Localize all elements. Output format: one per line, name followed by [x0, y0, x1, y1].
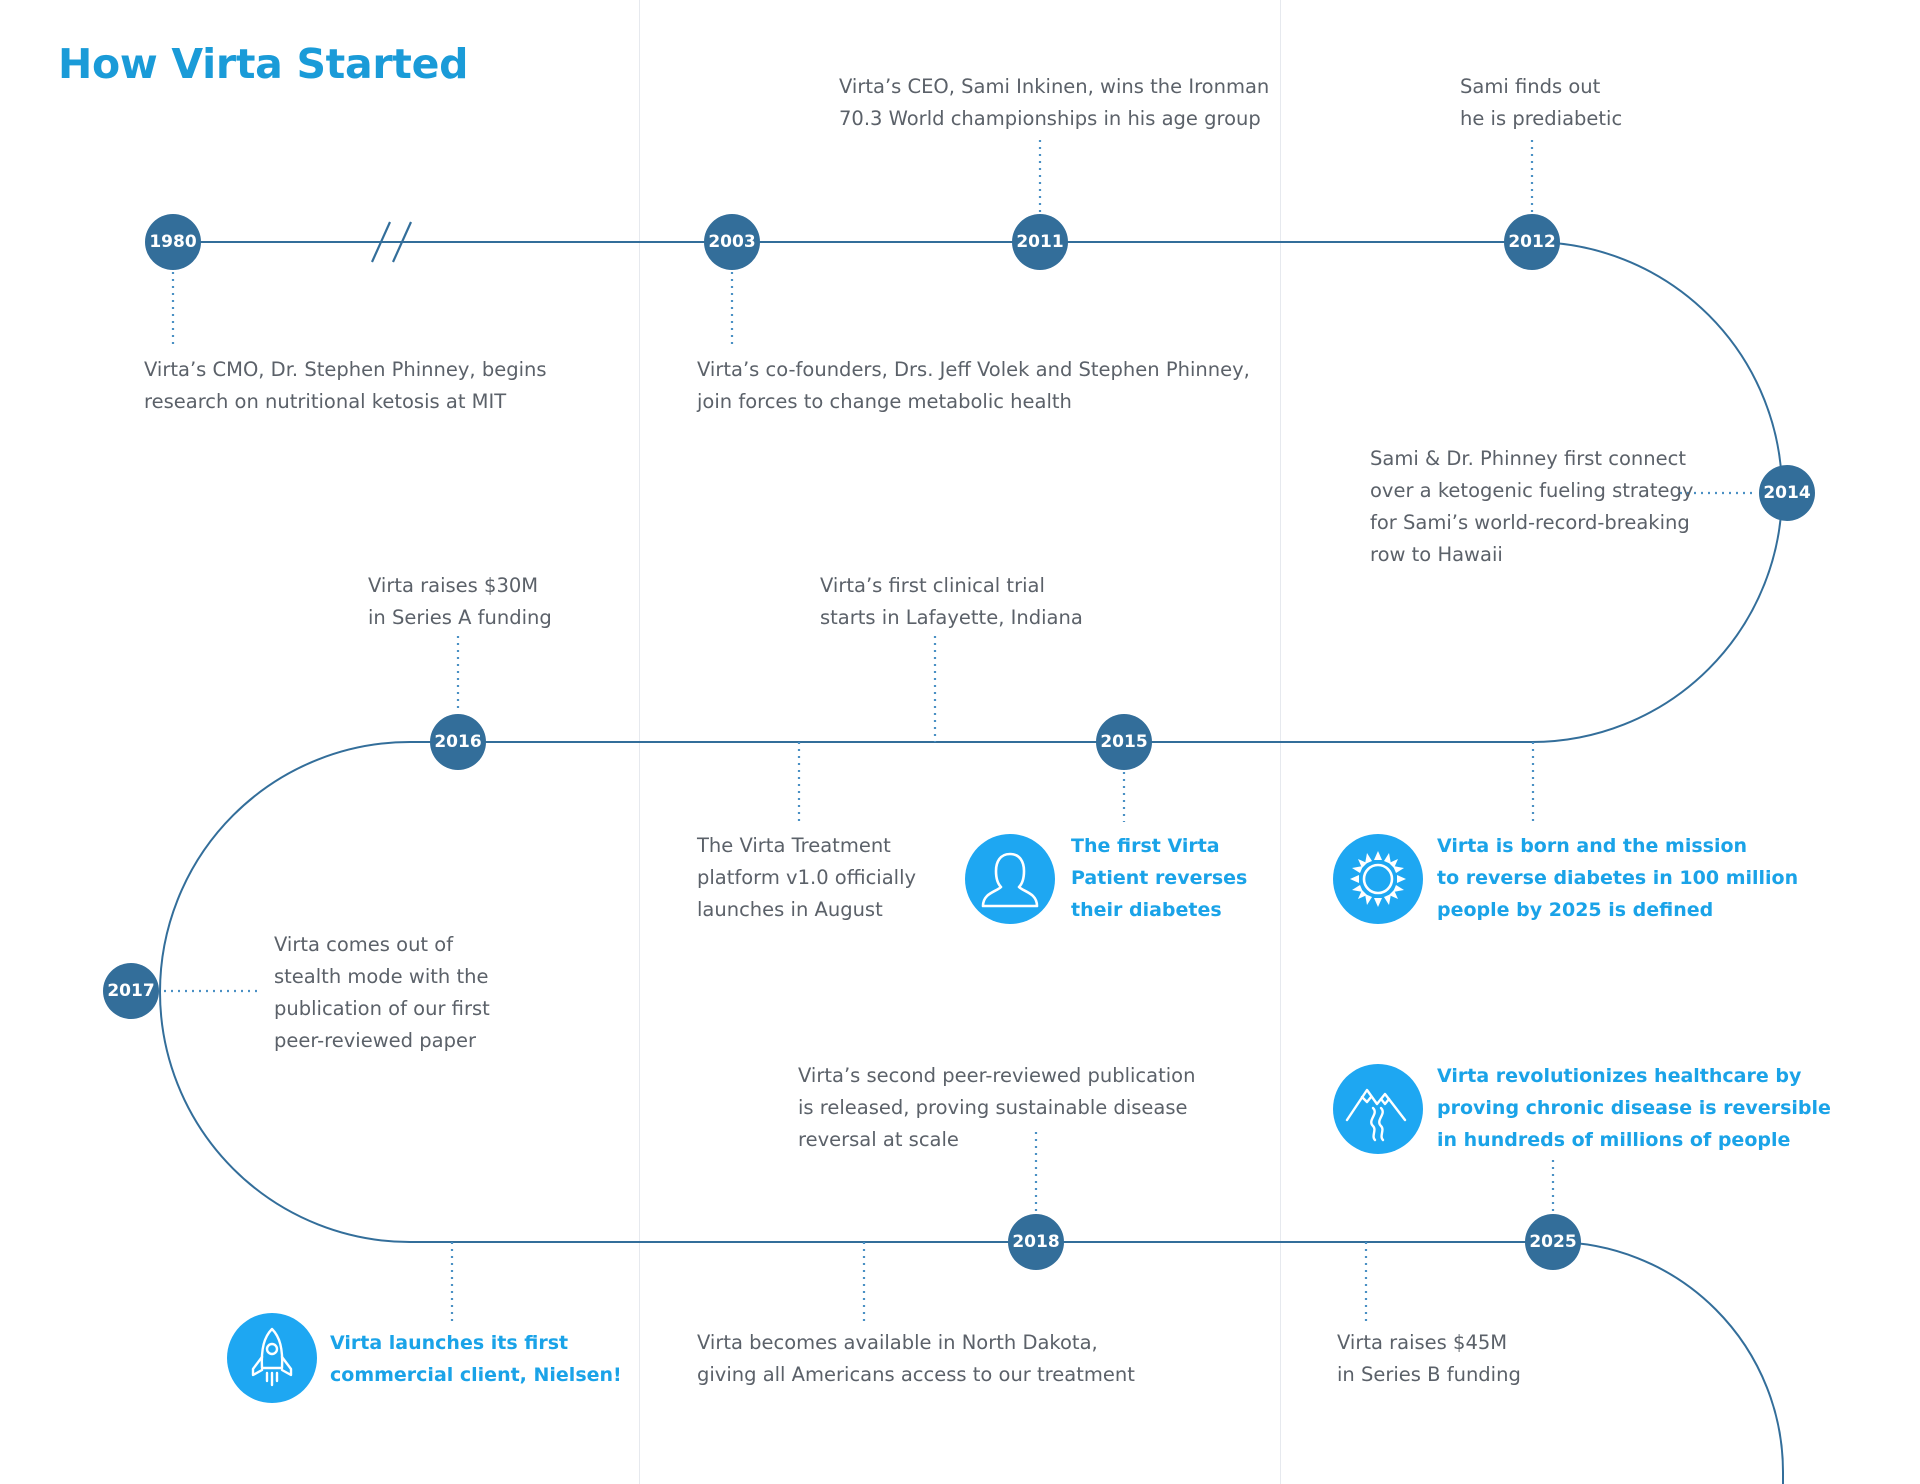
event-line: stealth mode with the	[274, 965, 489, 988]
event-line: Patient reverses	[1071, 867, 1248, 889]
event-line: reversal at scale	[798, 1128, 959, 1151]
event-2016: Virta raises $30M in Series A funding	[368, 570, 552, 634]
event-line: giving all Americans access to our treat…	[697, 1363, 1135, 1386]
year-node-2017: 2017	[103, 963, 159, 1019]
event-1980: Virta’s CMO, Dr. Stephen Phinney, begins…	[144, 354, 547, 418]
connector-lines	[164, 140, 1752, 1322]
event-line: platform v1.0 officially	[697, 866, 917, 889]
event-line: in hundreds of millions of people	[1437, 1129, 1791, 1151]
event-line: their diabetes	[1071, 899, 1222, 921]
event-line: publication of our first	[274, 997, 490, 1020]
sun-icon	[1333, 834, 1423, 924]
event-2018: Virta’s second peer-reviewed publication…	[798, 1060, 1195, 1156]
timeline-path	[159, 241, 1784, 1484]
event-line: for Sami’s world-record-breaking	[1370, 511, 1690, 534]
event-line: research on nutritional ketosis at MIT	[144, 390, 507, 413]
event-2015-patient: The first Virta Patient reverses their d…	[1071, 830, 1247, 926]
year-node-2011: 2011	[1012, 214, 1068, 270]
event-2017: Virta comes out of stealth mode with the…	[274, 929, 490, 1057]
rocket-icon	[227, 1313, 317, 1403]
event-line: Virta is born and the mission	[1437, 835, 1748, 857]
event-line: he is prediabetic	[1460, 107, 1623, 130]
event-line: people by 2025 is defined	[1437, 899, 1714, 921]
event-line: starts in Lafayette, Indiana	[820, 606, 1083, 629]
event-line: proving chronic disease is reversible	[1437, 1097, 1831, 1119]
year-node-2003: 2003	[704, 214, 760, 270]
event-line: Virta’s co-founders, Drs. Jeff Volek and…	[697, 358, 1250, 381]
year-node-2012: 2012	[1504, 214, 1560, 270]
event-series-b: Virta raises $45M in Series B funding	[1337, 1327, 1521, 1391]
event-line: peer-reviewed paper	[274, 1029, 476, 1052]
mountain-road-icon	[1333, 1064, 1423, 1154]
event-trial: Virta’s first clinical trial starts in L…	[820, 570, 1083, 634]
event-line: Virta becomes available in North Dakota,	[697, 1331, 1098, 1354]
event-line: Virta’s second peer-reviewed publication	[798, 1064, 1196, 1087]
person-icon	[965, 834, 1055, 924]
event-line: over a ketogenic fueling strategy	[1370, 479, 1694, 502]
year-node-2025: 2025	[1525, 1214, 1581, 1270]
event-line: row to Hawaii	[1370, 543, 1503, 566]
event-line: Virta’s first clinical trial	[820, 574, 1045, 597]
year-node-1980: 1980	[145, 214, 201, 270]
event-platform: The Virta Treatment platform v1.0 offici…	[697, 830, 916, 926]
event-nielsen: Virta launches its first commercial clie…	[330, 1327, 622, 1391]
year-node-2015: 2015	[1096, 714, 1152, 770]
timeline-break-mark	[370, 221, 413, 263]
event-2011: Virta’s CEO, Sami Inkinen, wins the Iron…	[839, 71, 1269, 135]
event-line: launches in August	[697, 898, 883, 921]
year-node-2016: 2016	[430, 714, 486, 770]
event-line: is released, proving sustainable disease	[798, 1096, 1188, 1119]
year-node-2014: 2014	[1759, 465, 1815, 521]
page-title: How Virta Started	[58, 40, 469, 88]
event-2025: Virta revolutionizes healthcare by provi…	[1437, 1060, 1831, 1156]
event-line: The Virta Treatment	[697, 834, 891, 857]
event-line: Sami & Dr. Phinney first connect	[1370, 447, 1687, 470]
event-line: Virta launches its first	[330, 1332, 569, 1354]
event-line: Virta raises $45M	[1337, 1331, 1508, 1354]
event-line: Virta’s CEO, Sami Inkinen, wins the Iron…	[839, 75, 1270, 98]
year-node-2018: 2018	[1008, 1214, 1064, 1270]
event-mission: Virta is born and the mission to reverse…	[1437, 830, 1798, 926]
event-line: in Series A funding	[368, 606, 552, 629]
event-line: join forces to change metabolic health	[697, 390, 1072, 413]
event-north-dakota: Virta becomes available in North Dakota,…	[697, 1327, 1135, 1391]
event-2012: Sami finds out he is prediabetic	[1460, 71, 1622, 135]
event-line: 70.3 World championships in his age grou…	[839, 107, 1261, 130]
event-line: in Series B funding	[1337, 1363, 1521, 1386]
event-2014: Sami & Dr. Phinney first connect over a …	[1370, 443, 1693, 571]
event-line: Virta’s CMO, Dr. Stephen Phinney, begins	[144, 358, 547, 381]
event-line: commercial client, Nielsen!	[330, 1364, 622, 1386]
event-line: Virta raises $30M	[368, 574, 539, 597]
event-line: Virta comes out of	[274, 933, 454, 956]
event-line: Virta revolutionizes healthcare by	[1437, 1065, 1802, 1087]
event-line: Sami finds out	[1460, 75, 1601, 98]
event-2003: Virta’s co-founders, Drs. Jeff Volek and…	[697, 354, 1250, 418]
event-line: The first Virta	[1071, 835, 1220, 857]
event-line: to reverse diabetes in 100 million	[1437, 867, 1799, 889]
